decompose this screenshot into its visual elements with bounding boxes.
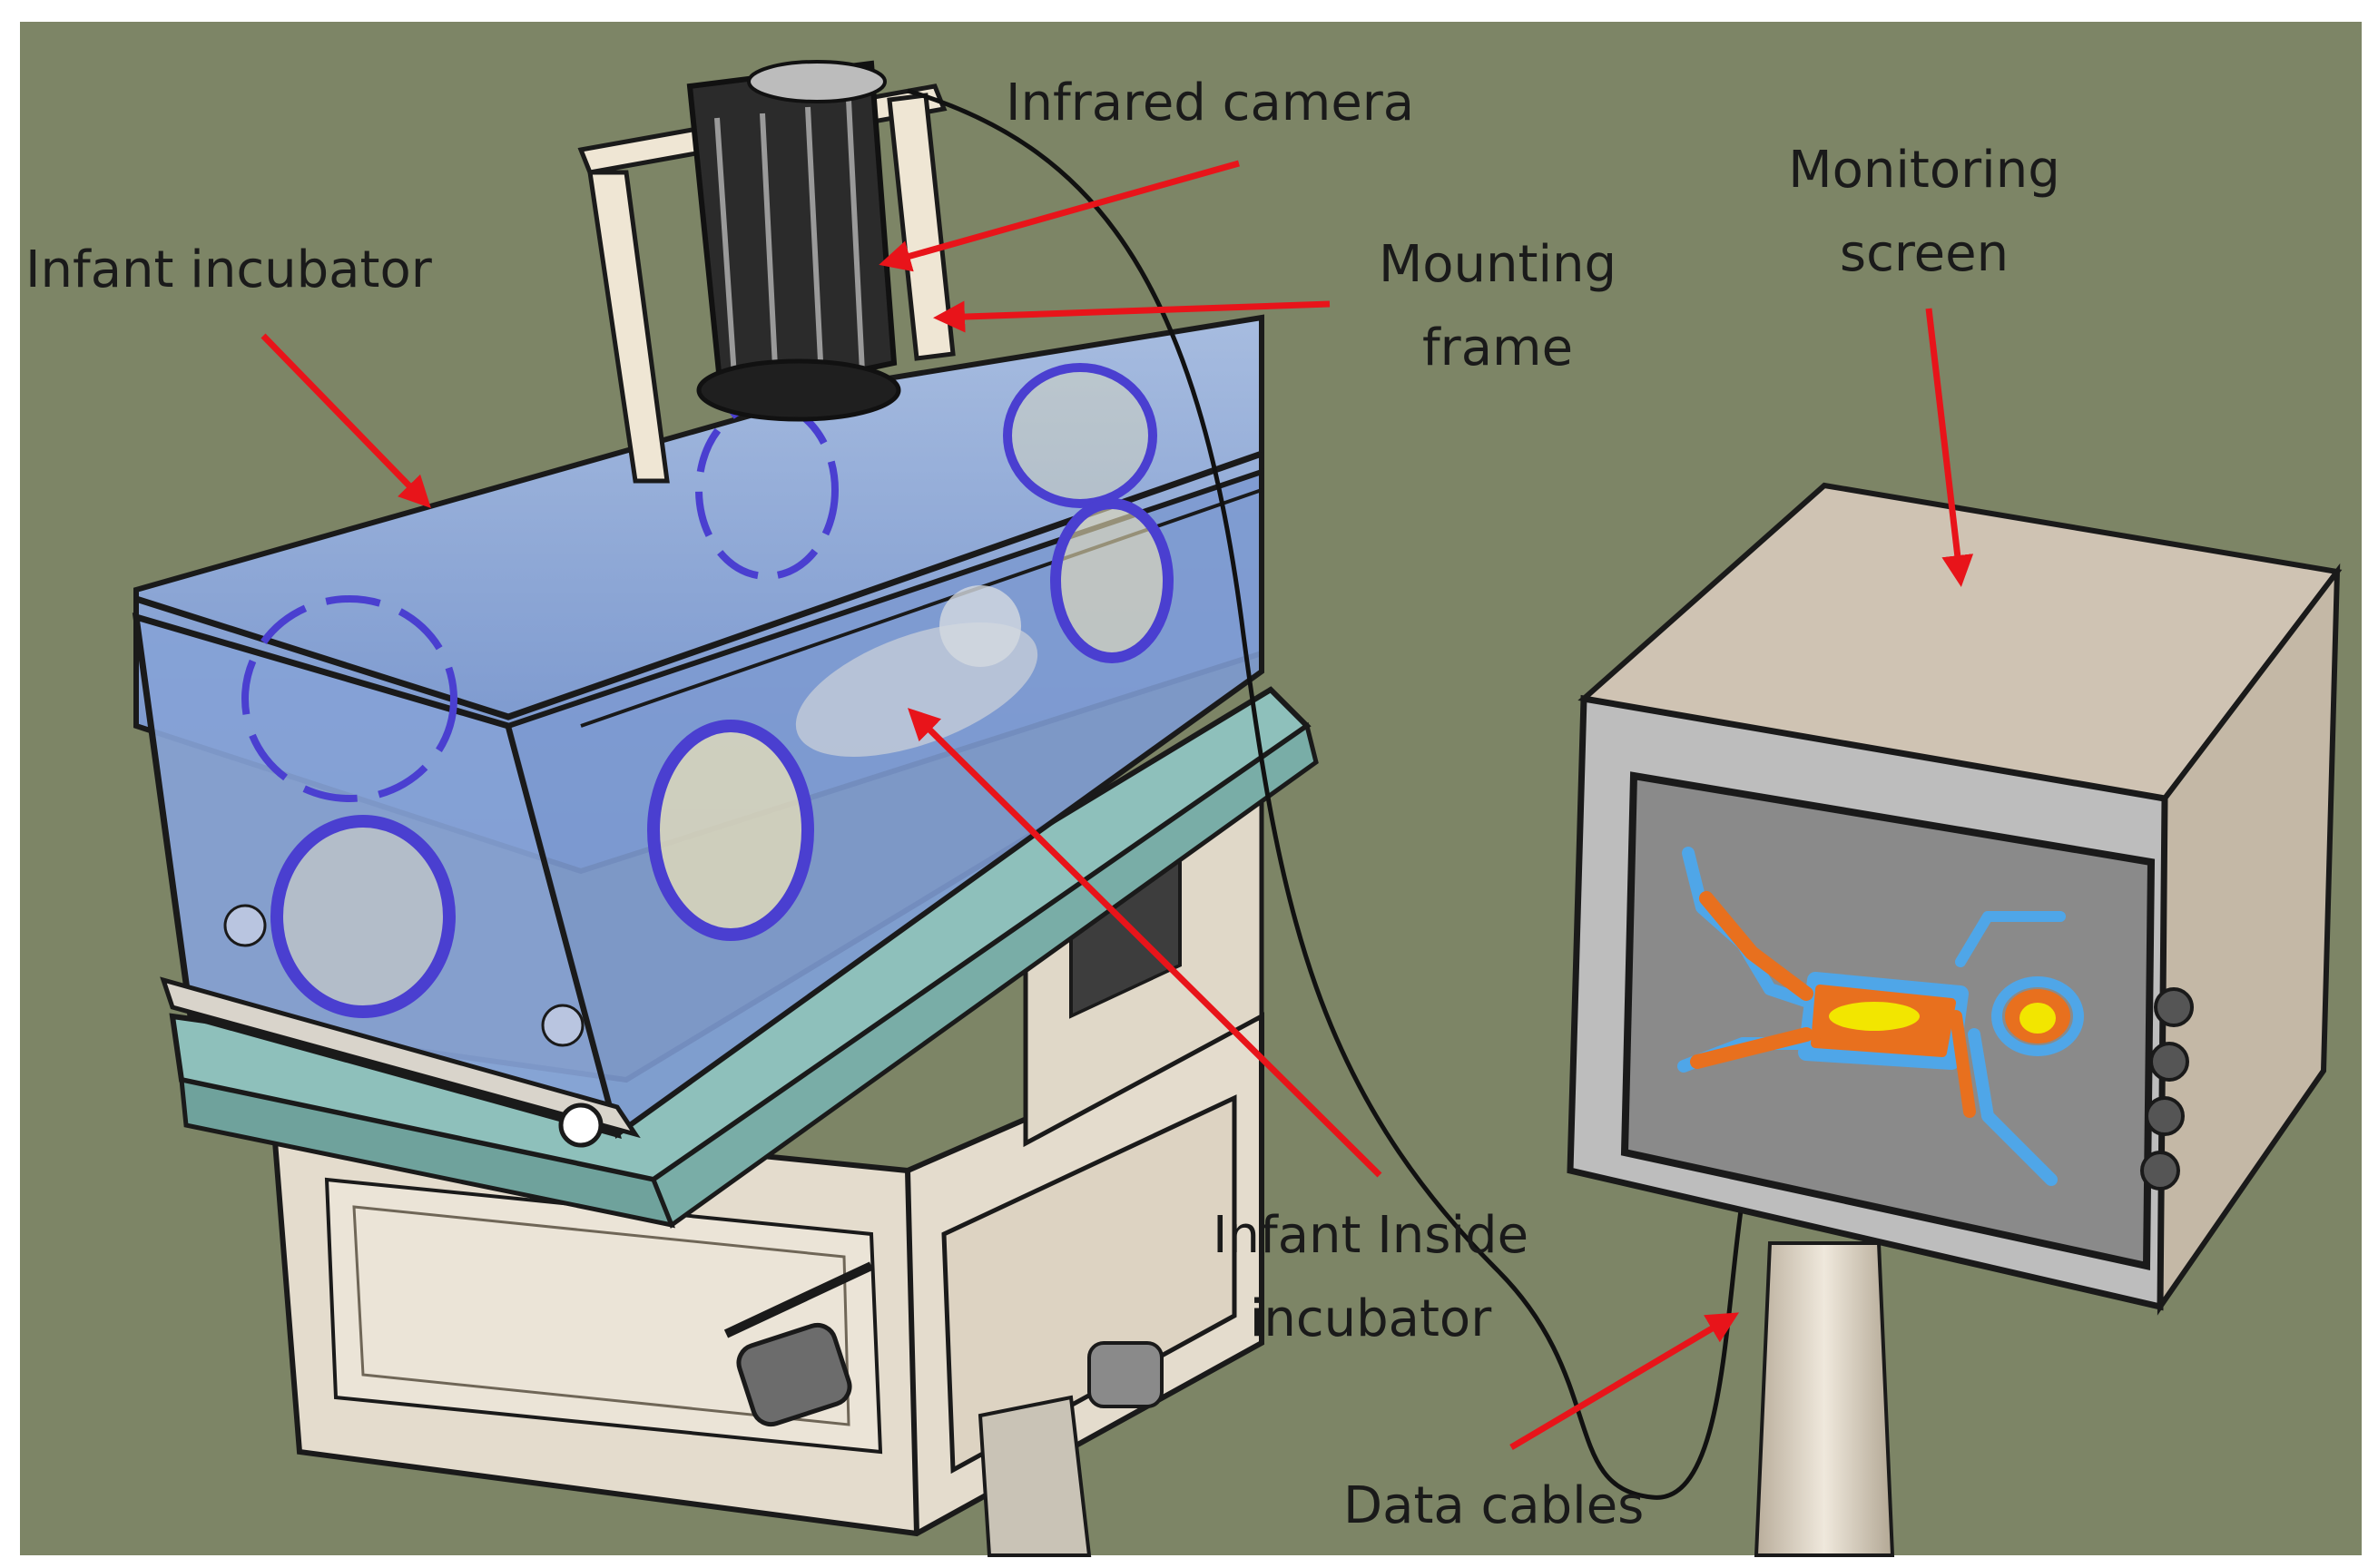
label-infant-inside-line1: Infant Inside xyxy=(1212,1206,1529,1265)
label-infant-incubator: Infant incubator xyxy=(25,229,432,312)
label-infant-inside-line2: incubator xyxy=(1249,1289,1492,1348)
port-ring-front-left xyxy=(270,815,456,1018)
label-infrared-camera-text: Infrared camera xyxy=(1006,74,1415,132)
arrow-infant-incubator xyxy=(260,333,431,509)
incubator-hood xyxy=(132,314,1264,1148)
label-infant-inside-incubator: Infant Inside incubator xyxy=(1180,1194,1561,1361)
port-ring-right-back xyxy=(1003,363,1157,508)
incubator-cabinet xyxy=(269,794,1264,1557)
port-ring-back-left xyxy=(241,595,457,802)
arrow-infrared-camera xyxy=(879,160,1240,272)
port-ring-right-front xyxy=(1050,498,1174,663)
label-monitoring-screen-line2: screen xyxy=(1839,224,2010,283)
callout-arrows xyxy=(260,160,1974,1451)
label-data-cables-text: Data cables xyxy=(1343,1476,1645,1535)
data-cable xyxy=(907,88,1745,1500)
arrow-monitoring-screen xyxy=(1925,308,1974,587)
label-infrared-camera: Infrared camera xyxy=(1006,62,1414,145)
arrow-mounting-frame xyxy=(933,300,1331,333)
monitoring-screen-device xyxy=(1567,482,2343,1557)
label-mounting-frame: Mounting frame xyxy=(1334,223,1661,390)
port-ring-front-center xyxy=(647,720,814,941)
arrow-data-cables xyxy=(1509,1312,1740,1451)
infrared-camera xyxy=(686,60,901,422)
thermal-image xyxy=(1677,847,2084,1186)
label-mounting-frame-line2: frame xyxy=(1421,318,1574,377)
label-data-cables: Data cables xyxy=(1343,1465,1644,1548)
label-mounting-frame-line1: Mounting xyxy=(1378,235,1617,294)
label-monitoring-screen: Monitoring screen xyxy=(1743,129,2106,296)
label-infant-incubator-text: Infant incubator xyxy=(25,240,432,299)
label-monitoring-screen-line1: Monitoring xyxy=(1788,141,2060,200)
arrow-infant-inside xyxy=(908,708,1382,1178)
